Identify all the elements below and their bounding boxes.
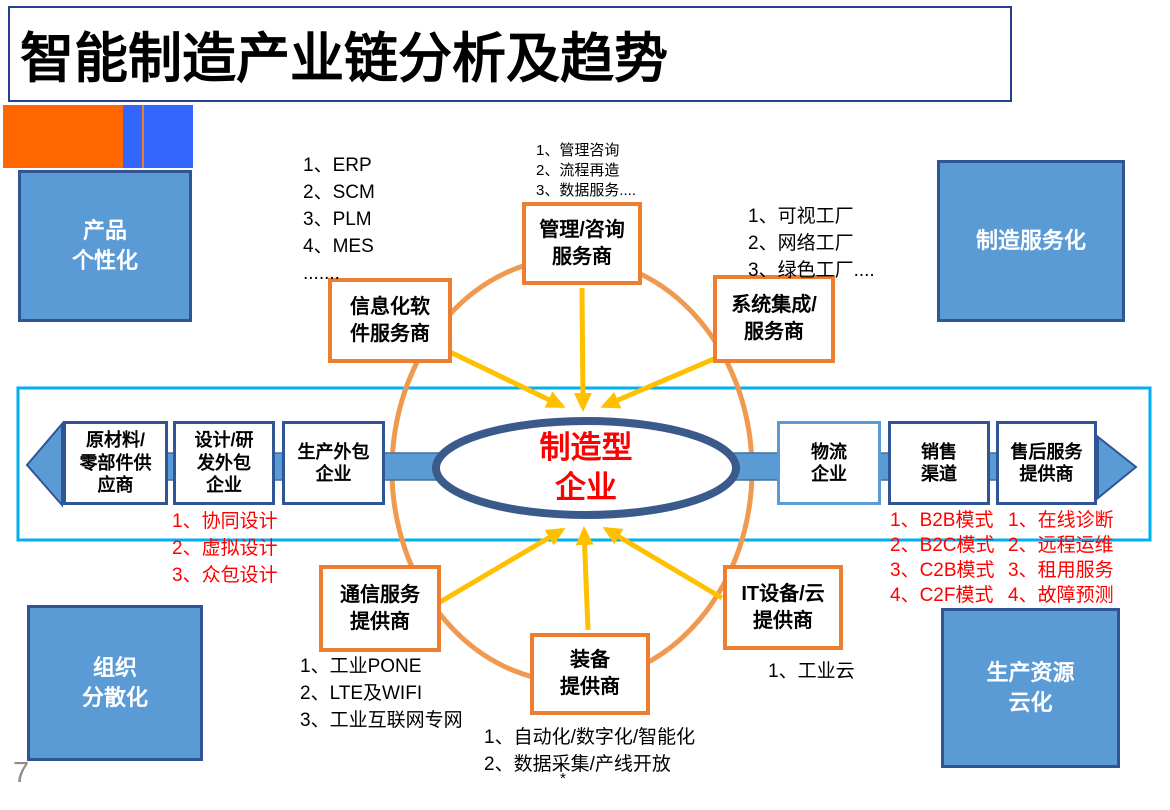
trend-box-product-personalization: 产品 个性化	[18, 170, 192, 322]
arrow-it-software	[448, 349, 566, 409]
equipment-footnote: *	[560, 770, 566, 787]
accent-bar-blue	[123, 105, 193, 168]
enterprise-ellipse	[432, 417, 740, 519]
list-sales-modes: 1、B2B模式 2、B2C模式 3、C2B模式 4、C2F模式	[890, 510, 995, 606]
list-design-modes: 1、协同设计 2、虚拟设计 3、众包设计	[172, 511, 278, 586]
satellite-box-it-software: 信息化软 件服务商	[328, 278, 452, 363]
list-system-integration: 1、可视工厂 2、网络工厂 3、绿色工厂....	[748, 206, 875, 281]
arrow-consulting	[573, 287, 592, 412]
arrow-system-integration	[600, 355, 717, 409]
service-arrows	[438, 287, 724, 631]
chain-arrow-right	[1097, 434, 1138, 501]
chain-box-design-outsourcing: 设计/研 发外包 企业	[173, 421, 275, 505]
chain-box-sales-channel: 销售 渠道	[888, 421, 990, 505]
arrow-equipment	[575, 526, 594, 631]
slide-title: 智能制造产业链分析及趋势	[8, 6, 1012, 102]
chain-box-raw-materials: 原材料/ 零部件供 应商	[63, 421, 168, 505]
satellite-box-it-cloud: IT设备/云 提供商	[723, 565, 843, 650]
satellite-box-equipment: 装备 提供商	[530, 633, 650, 715]
list-telecom: 1、工业PONE 2、LTE及WIFI 3、工业互联网专网	[300, 656, 463, 731]
satellite-box-telecom: 通信服务 提供商	[319, 565, 441, 652]
chain-arrow-left	[25, 421, 63, 508]
arrow-telecom	[438, 527, 566, 605]
list-after-sales-services: 1、在线诊断 2、远程运维 3、租用服务 4、故障预测	[1008, 510, 1114, 606]
chain-box-production-outsourcing: 生产外包 企业	[282, 421, 385, 505]
list-it-software: 1、ERP 2、SCM 3、PLM 4、MES .......	[303, 155, 375, 284]
arrow-it-cloud	[602, 526, 724, 601]
enterprise-label: 制造型 企业	[539, 430, 633, 505]
trend-box-production-resource-cloud: 生产资源 云化	[941, 608, 1120, 768]
satellite-box-consulting: 管理/咨询 服务商	[522, 202, 642, 285]
trend-box-manufacturing-servitization: 制造服务化	[937, 160, 1125, 322]
chain-box-logistics: 物流 企业	[777, 421, 881, 505]
accent-divider-line	[142, 105, 144, 168]
trend-box-organization-decentralization: 组织 分散化	[27, 605, 203, 761]
accent-bar-orange	[3, 105, 123, 168]
list-it-cloud: 1、工业云	[768, 661, 855, 682]
chain-box-after-sales: 售后服务 提供商	[996, 421, 1097, 505]
satellite-box-system-integration: 系统集成/ 服务商	[713, 275, 835, 363]
list-equipment: 1、自动化/数字化/智能化 2、数据采集/产线开放	[484, 727, 696, 775]
list-consulting: 1、管理咨询 2、流程再造 3、数据服务....	[536, 142, 637, 199]
page-number: 7	[13, 757, 30, 789]
